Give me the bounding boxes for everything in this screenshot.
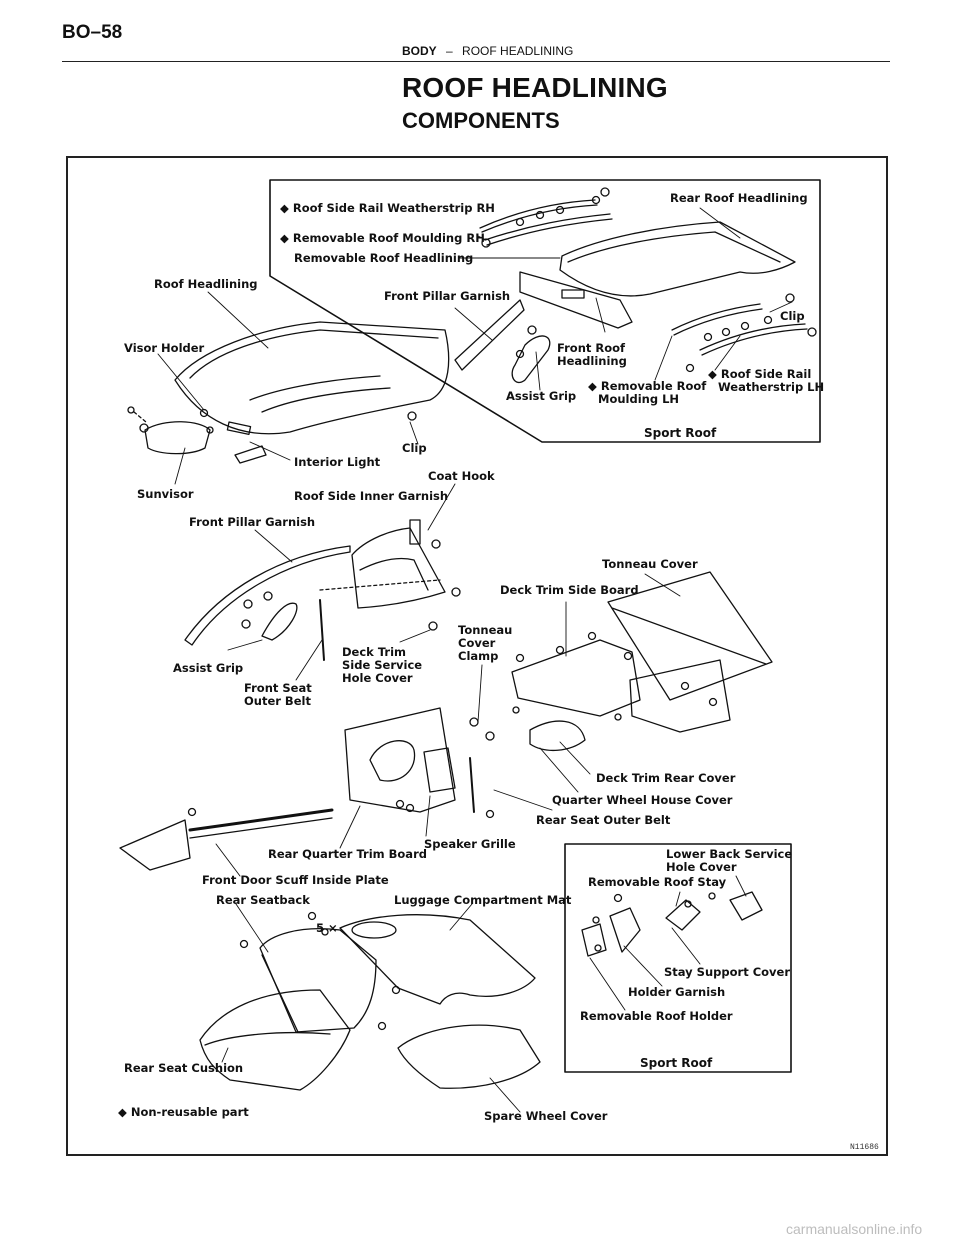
label-sunvisor: Sunvisor: [137, 487, 194, 501]
label-luggage-compartment-mat: Luggage Compartment Mat: [394, 893, 572, 907]
rear-seat-and-mat-art: [200, 904, 540, 1112]
label-assist-grip-mid: Assist Grip: [173, 661, 244, 675]
label-roof-side-rail-weatherstrip-rh: ◆ Roof Side Rail Weatherstrip RH: [280, 201, 495, 215]
label-rear-seat-outer-belt: Rear Seat Outer Belt: [536, 813, 671, 827]
page-subtitle: COMPONENTS: [402, 108, 560, 133]
label-clip-mid: Clip: [402, 441, 427, 455]
label-lower-back-service-1: Lower Back Service: [666, 847, 793, 861]
components-figure-frame: [66, 156, 888, 1156]
label-lower-back-service-2: Hole Cover: [666, 860, 737, 874]
label-interior-light: Interior Light: [294, 455, 381, 469]
label-rear-quarter-trim-board: Rear Quarter Trim Board: [268, 847, 427, 861]
label-roof-side-inner-garnish: Roof Side Inner Garnish: [294, 489, 449, 503]
label-clip-top: Clip: [780, 309, 805, 323]
label-deck-trim-side-board: Deck Trim Side Board: [500, 583, 639, 597]
label-removable-roof-moulding-rh: ◆ Removable Roof Moulding RH: [280, 231, 485, 245]
label-deck-trim-side-service-1: Deck Trim: [342, 645, 406, 659]
label-five-x: 5 ×: [316, 921, 338, 935]
label-tonneau-cover-clamp-1: Tonneau: [458, 623, 513, 637]
watermark: carmanualsonline.info: [786, 1221, 923, 1237]
label-stay-support-cover: Stay Support Cover: [664, 965, 791, 979]
label-non-reusable-part: ◆ Non-reusable part: [118, 1105, 249, 1119]
label-tonneau-cover-clamp-2: Cover: [458, 636, 496, 650]
section-separator: –: [446, 44, 453, 58]
sport-roof-inset-bottom: [565, 844, 791, 1072]
label-front-pillar-garnish-top: Front Pillar Garnish: [384, 289, 511, 303]
label-deck-trim-rear-cover: Deck Trim Rear Cover: [596, 771, 736, 785]
label-front-seat-outer-belt-2: Outer Belt: [244, 694, 311, 708]
section-name: BODY: [402, 44, 437, 58]
label-spare-wheel-cover: Spare Wheel Cover: [484, 1109, 608, 1123]
subsection-name: ROOF HEADLINING: [462, 44, 574, 58]
label-front-seat-outer-belt-1: Front Seat: [244, 681, 312, 695]
label-rear-roof-headlining: Rear Roof Headlining: [670, 191, 808, 205]
label-removable-roof-headlining: Removable Roof Headlining: [294, 251, 474, 265]
label-tonneau-cover-clamp-3: Clamp: [458, 649, 499, 663]
label-speaker-grille: Speaker Grille: [424, 837, 516, 851]
label-rear-seat-cushion: Rear Seat Cushion: [124, 1061, 244, 1075]
label-roof-side-rail-weatherstrip-lh-2: Weatherstrip LH: [718, 380, 825, 394]
label-removable-roof-stay: Removable Roof Stay: [588, 875, 727, 889]
label-front-roof-headlining-1: Front Roof: [557, 341, 626, 355]
header-rule: [62, 61, 890, 62]
label-removable-roof-holder: Removable Roof Holder: [580, 1009, 733, 1023]
label-front-pillar-garnish-mid: Front Pillar Garnish: [189, 515, 316, 529]
label-tonneau-cover: Tonneau Cover: [602, 557, 698, 571]
label-removable-roof-moulding-lh-2: Moulding LH: [598, 392, 680, 406]
label-roof-side-rail-weatherstrip-lh-1: ◆ Roof Side Rail: [708, 367, 812, 381]
roof-headlining-art: [128, 292, 449, 484]
label-removable-roof-moulding-lh-1: ◆ Removable Roof: [588, 379, 707, 393]
label-quarter-wheel-house-cover: Quarter Wheel House Cover: [552, 793, 733, 807]
rear-quarter-art: [120, 708, 552, 876]
label-assist-grip-top: Assist Grip: [506, 389, 577, 403]
label-front-roof-headlining-2: Headlining: [557, 354, 627, 368]
label-coat-hook: Coat Hook: [428, 469, 495, 483]
figure-code: N11686: [850, 1143, 879, 1152]
label-rear-seatback: Rear Seatback: [216, 893, 310, 907]
label-sport-roof-bottom: Sport Roof: [640, 1056, 713, 1070]
label-holder-garnish: Holder Garnish: [628, 985, 726, 999]
page-title: ROOF HEADLINING: [402, 72, 668, 103]
label-roof-headlining: Roof Headlining: [154, 277, 258, 291]
section-header: BODY – ROOF HEADLINING: [402, 44, 573, 58]
label-front-door-scuff-inside-plate: Front Door Scuff Inside Plate: [202, 873, 389, 887]
page-number: BO–58: [62, 22, 123, 43]
removable-roof-parts-art: [455, 188, 816, 390]
label-deck-trim-side-service-3: Hole Cover: [342, 671, 413, 685]
label-deck-trim-side-service-2: Side Service: [342, 658, 423, 672]
label-sport-roof-top: Sport Roof: [644, 426, 717, 440]
sport-roof-inset-top: [270, 180, 820, 442]
label-visor-holder: Visor Holder: [124, 341, 205, 355]
deck-trim-art: [429, 572, 772, 792]
pillar-and-garnish-art: [185, 484, 460, 680]
